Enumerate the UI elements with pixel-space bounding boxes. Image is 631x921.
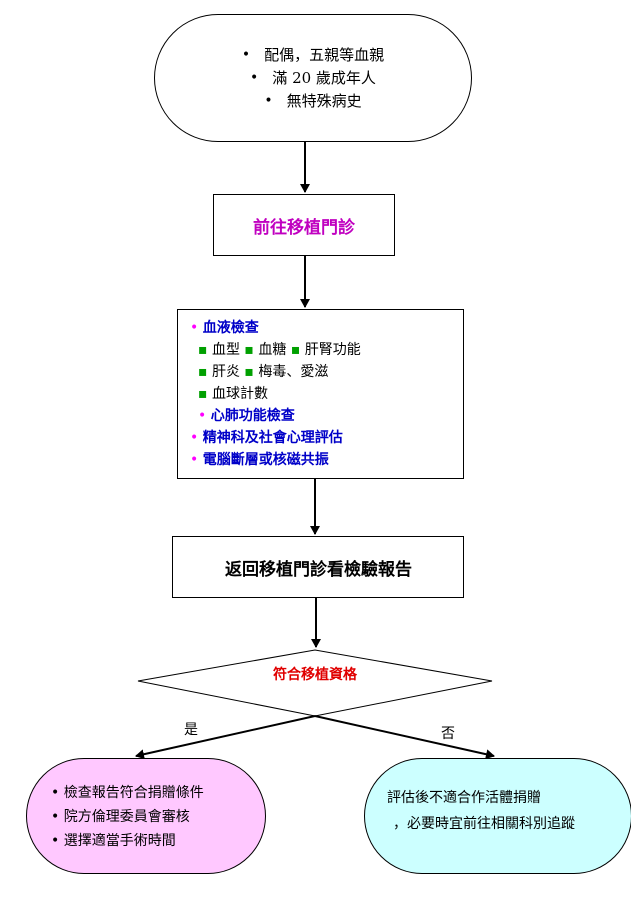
criteria-item: •配偶，五親等血親: [242, 44, 384, 67]
ineligible-result-oval: 評估後不適合作活體捐贈 ，必要時宜前往相關科別追蹤: [364, 758, 631, 874]
clinic-visit-box: 前往移植門診: [213, 194, 395, 256]
result-item: • 院方倫理委員會審核: [51, 809, 190, 825]
bullet-icon: ▪: [244, 364, 254, 380]
bullet-icon: •: [190, 430, 199, 446]
bullet-icon: •: [190, 452, 199, 468]
result-line: ，必要時宜前往相關科別追蹤: [393, 816, 575, 832]
criteria-item: •無特殊病史: [264, 90, 361, 113]
bullet-icon: ▪: [198, 364, 208, 380]
result-item: • 檢查報告符合捐贈條件: [51, 785, 204, 801]
criteria-item: •滿 20 歲成年人: [250, 67, 376, 90]
report-review-box: 返回移植門診看檢驗報告: [172, 536, 464, 598]
bullet-icon: ▪: [290, 342, 301, 358]
result-line: 評估後不適合作活體捐贈: [387, 790, 541, 806]
bullet-icon: ▪: [244, 342, 254, 358]
bullet-icon: •: [241, 46, 251, 63]
bullet-icon: •: [190, 320, 199, 336]
bullet-icon: •: [250, 69, 259, 86]
bullet-icon: ▪: [198, 342, 208, 358]
bullet-icon: •: [264, 92, 273, 109]
result-item: • 選擇適當手術時間: [51, 833, 176, 849]
arrow-no: [314, 715, 495, 760]
start-criteria-oval: •配偶，五親等血親 •滿 20 歲成年人 •無特殊病史: [154, 14, 472, 142]
decision-label: 符合移植資格: [273, 667, 357, 683]
no-label: 否: [441, 726, 455, 742]
yes-label: 是: [184, 722, 198, 738]
arrow-yes: [135, 715, 316, 760]
examinations-box: • 血液檢查 ▪ 血型 ▪ 血糖 ▪ 肝腎功能 ▪ 肝炎 ▪ 梅毒、愛滋 ▪ 血…: [177, 309, 464, 479]
bullet-icon: •: [198, 408, 207, 424]
eligible-result-oval: • 檢查報告符合捐贈條件 • 院方倫理委員會審核 • 選擇適當手術時間: [26, 758, 266, 874]
decision-diamond: [137, 649, 493, 717]
bullet-icon: ▪: [198, 386, 208, 402]
